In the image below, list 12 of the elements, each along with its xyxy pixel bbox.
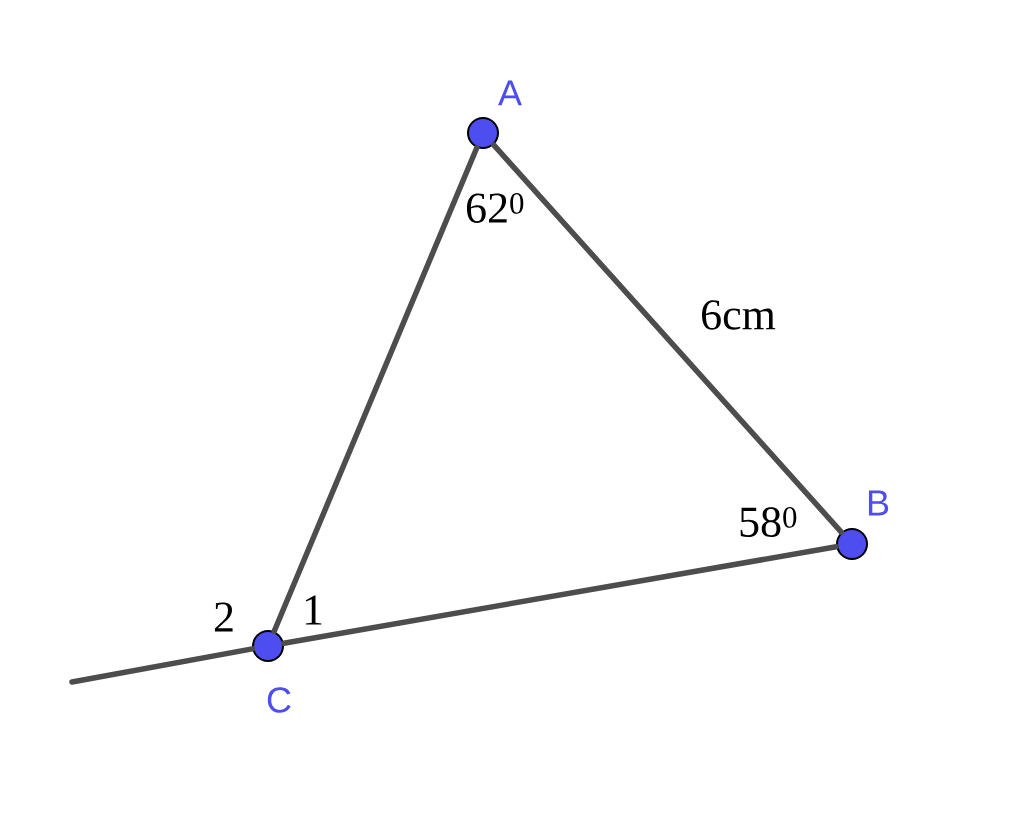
- point-label: C: [267, 687, 291, 713]
- angle-label: 58$^{0}$: [740, 507, 797, 537]
- angle-number: 2: [214, 602, 233, 632]
- line-segment: [281, 544, 839, 646]
- edge-label: 6cm: [699, 299, 777, 331]
- point-label: A: [498, 80, 522, 106]
- angle-number: 1: [305, 595, 322, 625]
- line-segment: [490, 142, 845, 535]
- point-label: B: [868, 490, 889, 516]
- angle-label: 62$^{0}$: [466, 193, 524, 223]
- line-segment: [271, 145, 480, 634]
- line-segment: [69, 646, 255, 685]
